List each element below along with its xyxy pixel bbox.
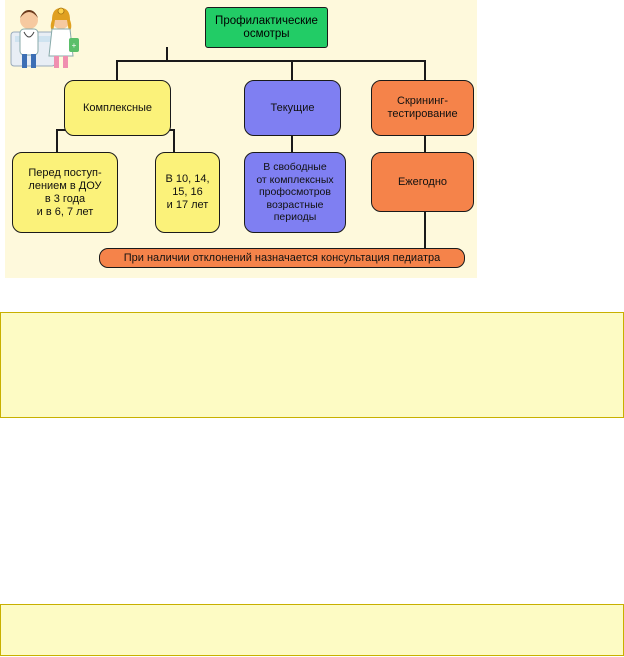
connector-line [116,60,118,81]
highlight-panel-top [0,312,624,418]
connector-line [166,47,168,61]
doctors-illustration-icon: + [10,7,79,68]
complex-node: Комплексные [64,80,171,136]
current-node: Текущие [244,80,341,136]
screening-node: Скрининг- тестирование [371,80,474,136]
complex-child-ages: В 10, 14, 15, 16 и 17 лет [155,152,220,233]
complex-child-before-school: Перед поступ- лением в ДОУ в 3 года и в … [12,152,118,233]
connector-line [56,129,58,154]
connector-line [291,60,293,81]
svg-text:+: + [72,41,77,50]
footer-note: При наличии отклонений назначается консу… [99,248,465,268]
screening-child-yearly: Ежегодно [371,152,474,212]
connector-line [291,136,293,154]
connector-line [56,129,70,131]
connector-line [424,211,426,249]
prophylactic-exams-diagram: + Профилактические осмотры Комплексные Т… [5,0,477,278]
highlight-panel-bottom [0,604,624,656]
connector-line [116,60,425,62]
current-child-free-periods: В свободные от комплексных профосмотров … [244,152,346,233]
root-node: Профилактические осмотры [205,7,328,48]
connector-line [173,129,175,154]
connector-line [424,60,426,81]
connector-line [424,136,426,154]
